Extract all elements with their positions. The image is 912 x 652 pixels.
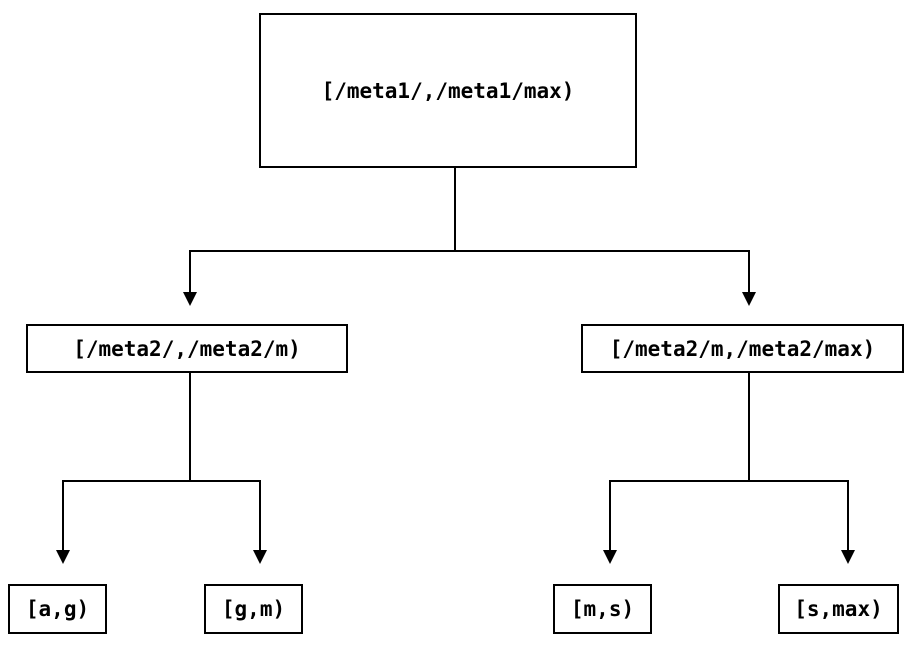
- arrowhead-leaf-gm-icon: [253, 550, 267, 564]
- tree-node-meta2-low: [/meta2/,/meta2/m): [26, 324, 348, 373]
- tree-node-leaf-ms-label: [m,s): [570, 597, 635, 621]
- tree-node-leaf-smax-label: [s,max): [794, 597, 883, 621]
- arrowhead-leaf-smax-icon: [841, 550, 855, 564]
- tree-node-root-label: [/meta1/,/meta1/max): [321, 78, 575, 103]
- tree-node-leaf-smax: [s,max): [778, 584, 899, 634]
- tree-node-leaf-ag: [a,g): [8, 584, 107, 634]
- arrowhead-meta2-high-icon: [742, 292, 756, 306]
- arrowhead-leaf-ag-icon: [56, 550, 70, 564]
- tree-node-leaf-ag-label: [a,g): [25, 597, 90, 621]
- tree-node-meta2-low-label: [/meta2/,/meta2/m): [73, 336, 301, 361]
- tree-node-leaf-gm: [g,m): [204, 584, 303, 634]
- arrowhead-leaf-ms-icon: [603, 550, 617, 564]
- tree-node-meta2-high-label: [/meta2/m,/meta2/max): [609, 336, 876, 361]
- tree-node-leaf-gm-label: [g,m): [221, 597, 286, 621]
- arrowhead-meta2-low-icon: [183, 292, 197, 306]
- tree-node-root: [/meta1/,/meta1/max): [259, 13, 637, 168]
- tree-node-leaf-ms: [m,s): [553, 584, 652, 634]
- tree-node-meta2-high: [/meta2/m,/meta2/max): [581, 324, 904, 373]
